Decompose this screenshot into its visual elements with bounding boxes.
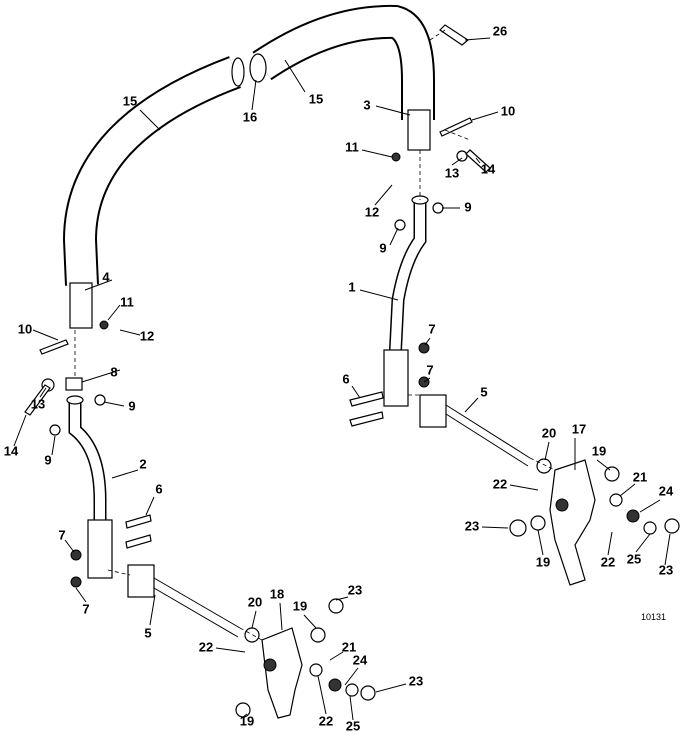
callout-24: 24 (353, 652, 368, 667)
callout-22: 22 (199, 639, 213, 654)
tube-end (231, 57, 245, 87)
callout-23: 23 (409, 673, 423, 688)
callout-24: 24 (659, 483, 674, 498)
callout-23: 23 (659, 562, 673, 577)
callout-6: 6 (342, 371, 349, 386)
callout-10: 10 (18, 321, 32, 336)
callout-22: 22 (319, 713, 333, 728)
callout-16: 16 (243, 109, 257, 124)
callout-9: 9 (44, 452, 51, 467)
callout-8: 8 (110, 364, 117, 379)
callout-21: 21 (342, 639, 356, 654)
callout-12: 12 (140, 328, 154, 343)
callout-6: 6 (155, 481, 162, 496)
callout-13: 13 (31, 396, 45, 411)
callout-10: 10 (501, 103, 515, 118)
callout-5: 5 (480, 384, 487, 399)
callout-19: 19 (240, 713, 254, 728)
lower-tube-left (68, 400, 113, 579)
mount-plate-18 (261, 627, 303, 719)
mount-plate-17 (549, 459, 596, 586)
callout-7: 7 (58, 527, 65, 542)
callout-19: 19 (592, 443, 606, 458)
leader-lines (13, 37, 671, 721)
callout-7: 7 (428, 321, 435, 336)
callout-9: 9 (379, 240, 386, 255)
tube-end-plug (249, 53, 267, 83)
callout-19: 19 (293, 598, 307, 613)
callout-5: 5 (144, 625, 151, 640)
callout-14: 14 (481, 161, 496, 176)
callout-13: 13 (445, 165, 459, 180)
callout-15: 15 (309, 91, 323, 106)
bracket-3 (407, 109, 431, 151)
callout-9: 9 (464, 199, 471, 214)
callout-23: 23 (348, 582, 362, 597)
callout-12: 12 (365, 204, 379, 219)
callout-3: 3 (363, 97, 370, 112)
upper-tube-left (62, 56, 241, 286)
callout-20: 20 (542, 425, 556, 440)
callout-14: 14 (4, 443, 19, 458)
callout-18: 18 (270, 586, 284, 601)
bracket-4 (69, 282, 93, 329)
alignment-lines (74, 29, 556, 641)
callout-labels: 26 15 15 16 3 10 11 13 14 12 9 9 1 4 11 … (4, 23, 674, 733)
lower-tube-right (383, 200, 427, 407)
shaft-5-left (127, 564, 241, 638)
callout-4: 4 (102, 269, 110, 284)
callout-25: 25 (627, 551, 641, 566)
callout-22: 22 (601, 554, 615, 569)
callout-7: 7 (426, 362, 433, 377)
callout-9: 9 (128, 398, 135, 413)
callout-22: 22 (493, 476, 507, 491)
upper-tube-right (252, 4, 435, 120)
callout-20: 20 (248, 594, 262, 609)
callout-11: 11 (345, 139, 359, 154)
shaft-5-right (419, 394, 531, 467)
spacer-8 (65, 377, 83, 391)
callout-26: 26 (493, 23, 507, 38)
callout-11: 11 (120, 294, 134, 309)
callout-23: 23 (465, 518, 479, 533)
figure-id: 10131 (641, 612, 666, 622)
callout-1: 1 (348, 279, 355, 294)
callout-7: 7 (82, 601, 89, 616)
callout-25: 25 (346, 718, 360, 733)
callout-17: 17 (572, 421, 586, 436)
callout-15: 15 (123, 93, 137, 108)
fasteners (24, 24, 680, 718)
callout-19: 19 (536, 554, 550, 569)
callout-21: 21 (633, 469, 647, 484)
callout-2: 2 (139, 456, 146, 471)
